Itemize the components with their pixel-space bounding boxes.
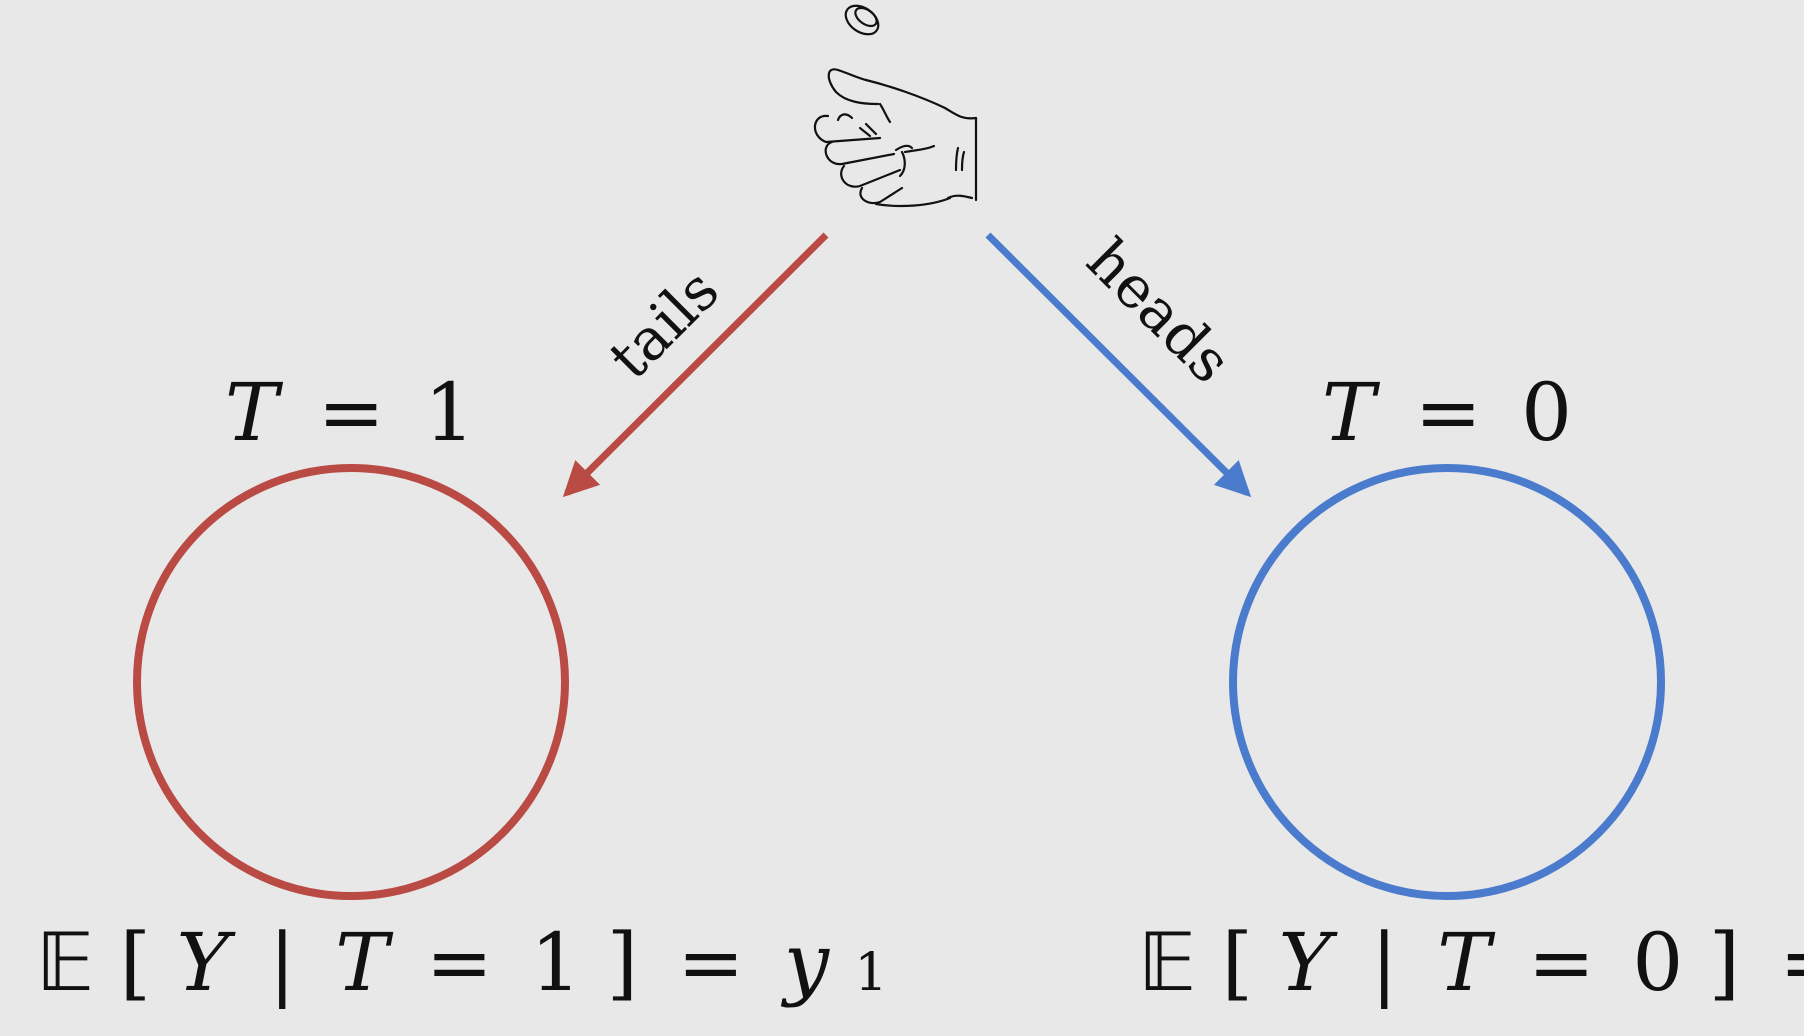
treatment-group-circle (133, 464, 569, 900)
control-expectation: 𝔼 [ Y | T = 0 ] = y 0 (1138, 916, 1804, 1009)
control-header: T = 0 (1322, 366, 1572, 459)
equals-sign: = (1779, 916, 1804, 1009)
given-bar: | (269, 916, 296, 1009)
result-var: y (781, 916, 831, 1009)
heads-label: heads (1074, 226, 1245, 397)
equals-sign: = (426, 916, 493, 1009)
treatment-var: T (1437, 916, 1496, 1009)
hand-flipping-coin-icon (813, 4, 978, 208)
result-subscript: 1 (854, 943, 887, 1003)
equals-sign: = (677, 916, 744, 1009)
treatment-header-val: 1 (424, 366, 475, 459)
control-header-val: 0 (1521, 366, 1572, 459)
right-bracket: ] (1709, 916, 1740, 1009)
outcome-var: Y (1278, 916, 1338, 1009)
heads-arrow (985, 232, 1252, 498)
tails-label: tails (596, 256, 732, 392)
treatment-var: T (335, 916, 394, 1009)
equals-sign: = (1528, 916, 1595, 1009)
treatment-value: 1 (530, 916, 581, 1009)
given-bar: | (1371, 916, 1398, 1009)
control-header-eq: = (1415, 366, 1482, 459)
expectation-operator: 𝔼 (1138, 916, 1196, 1009)
treatment-header: T = 1 (225, 366, 475, 459)
left-bracket: [ (120, 916, 151, 1009)
treatment-header-eq: = (318, 366, 385, 459)
left-bracket: [ (1222, 916, 1253, 1009)
expectation-operator: 𝔼 (36, 916, 94, 1009)
right-bracket: ] (607, 916, 638, 1009)
treatment-expectation: 𝔼 [ Y | T = 1 ] = y 1 (36, 916, 888, 1009)
tails-arrow (562, 232, 829, 498)
control-group-circle (1229, 464, 1665, 900)
outcome-var: Y (176, 916, 236, 1009)
treatment-header-var: T (225, 366, 284, 459)
control-header-var: T (1322, 366, 1381, 459)
treatment-value: 0 (1632, 916, 1683, 1009)
